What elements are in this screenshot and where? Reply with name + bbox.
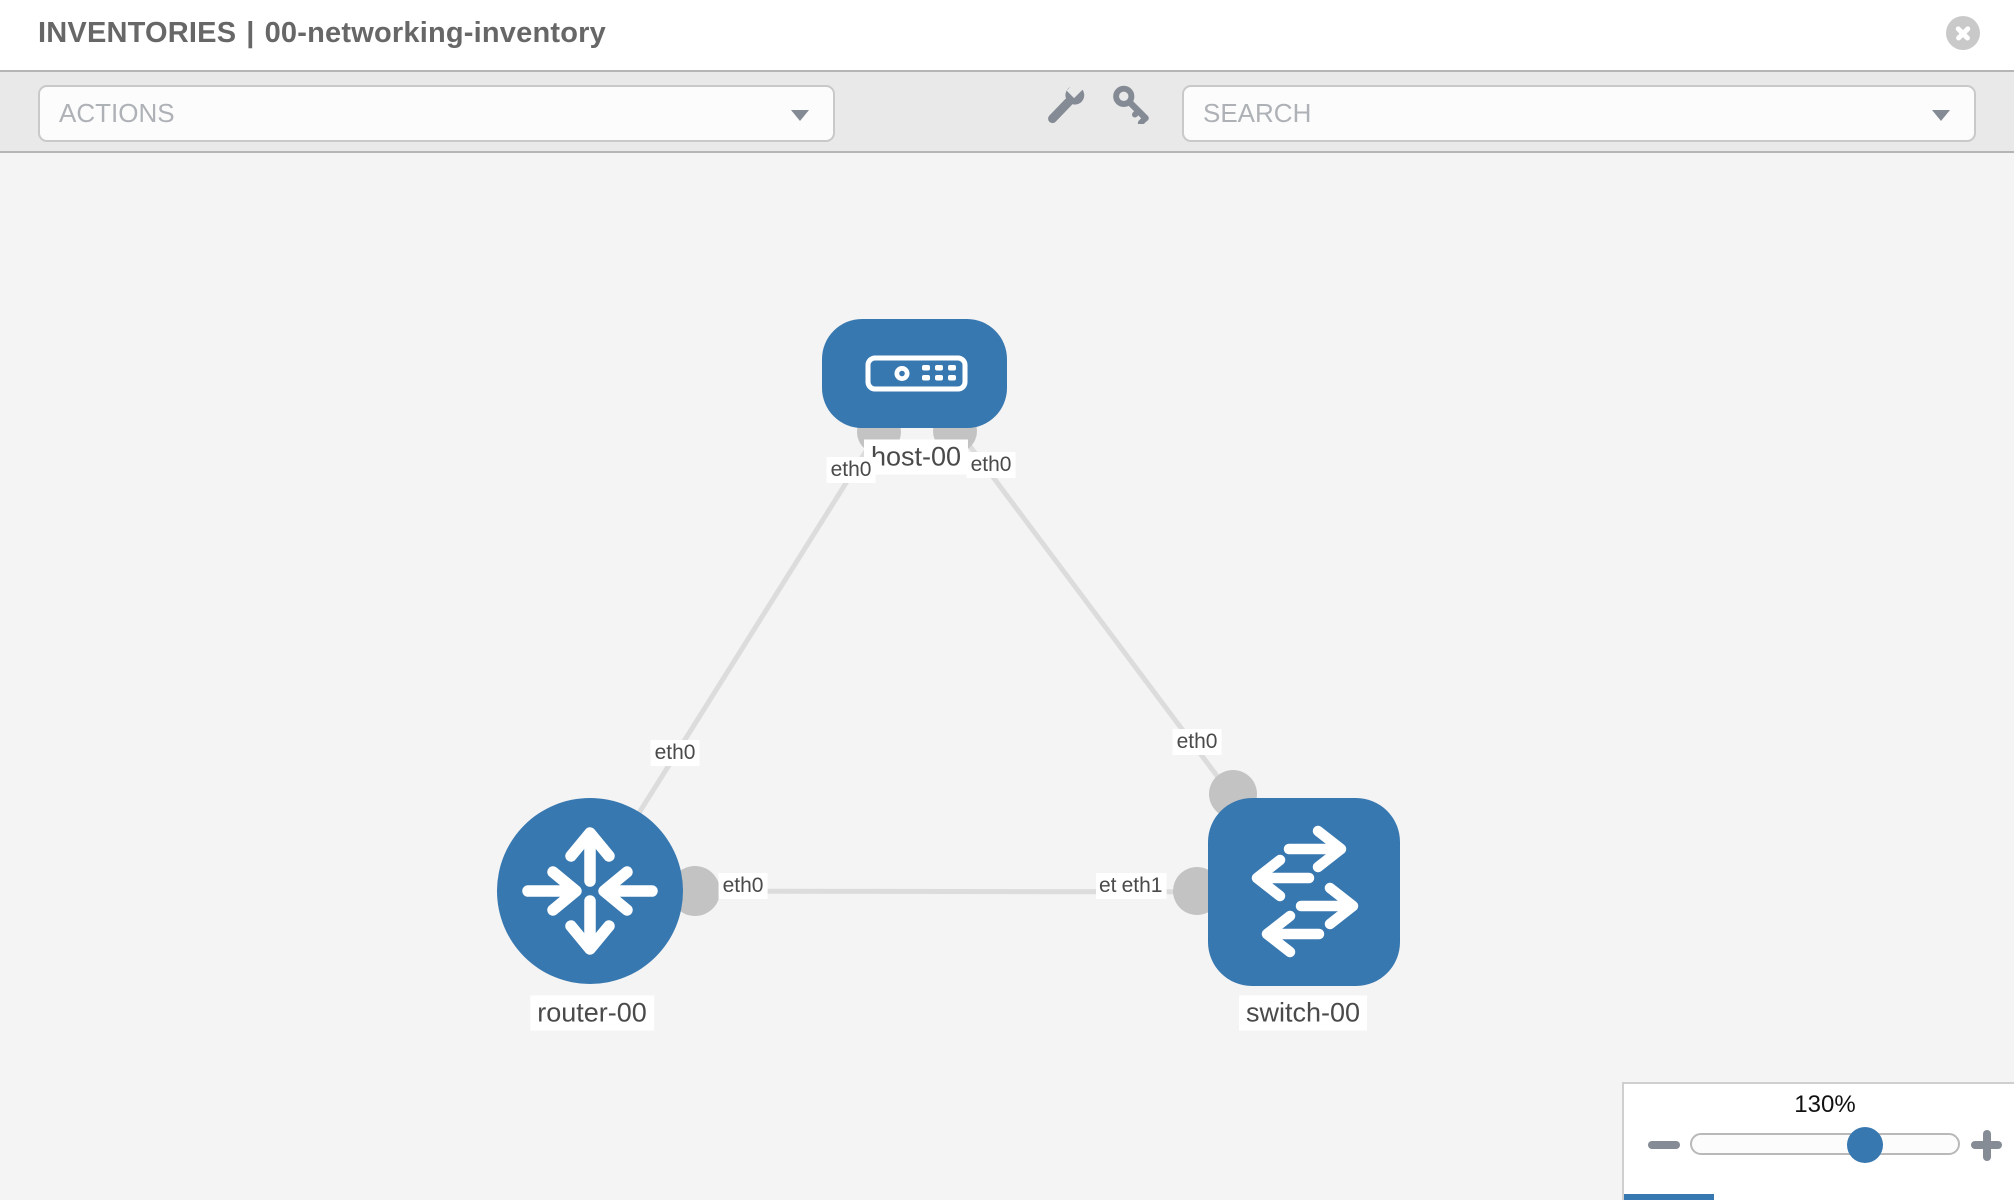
host-icon xyxy=(865,355,968,392)
topology-graph xyxy=(497,319,1400,986)
toolbar: ACTIONS SEARCH xyxy=(0,70,2014,153)
breadcrumb-section: INVENTORIES xyxy=(38,17,237,49)
key-icon-button[interactable] xyxy=(1112,84,1152,124)
iface-label-switch-to-router: eth1 xyxy=(1117,873,1167,899)
iface-label-router-to-switch: eth0 xyxy=(718,873,768,899)
zoom-panel: 130% xyxy=(1622,1082,2014,1200)
zoom-slider-knob[interactable] xyxy=(1847,1127,1883,1163)
zoom-level-value: 130% xyxy=(1794,1091,1856,1118)
node-label-host: host-00 xyxy=(863,439,969,475)
iface-label-switch-to-router-under: eth1 xyxy=(1096,873,1121,899)
node-host[interactable] xyxy=(822,319,1007,428)
node-switch[interactable] xyxy=(1208,798,1400,986)
topology-canvas[interactable]: host-00 router-00 switch-00 eth0 eth0 et… xyxy=(0,153,2014,1200)
chevron-down-icon xyxy=(1932,110,1950,121)
node-router[interactable] xyxy=(497,798,683,984)
search-dropdown-label: SEARCH xyxy=(1203,98,1312,128)
iface-label-host-to-router: eth0 xyxy=(826,457,876,483)
page-title: INVENTORIES | 00-networking-inventory xyxy=(38,17,606,50)
node-label-switch: switch-00 xyxy=(1238,995,1368,1031)
iface-label-host-to-switch: eth0 xyxy=(966,452,1016,478)
interface-dot xyxy=(670,866,720,916)
switch-icon xyxy=(1251,825,1359,958)
interface-dots xyxy=(670,409,1257,916)
search-dropdown[interactable]: SEARCH xyxy=(1182,85,1976,142)
iface-label-switch-to-host: eth0 xyxy=(1172,729,1222,755)
zoom-slider-track[interactable] xyxy=(1690,1133,1960,1155)
zoom-in-button[interactable] xyxy=(1982,1129,1991,1161)
router-icon xyxy=(522,827,658,955)
chevron-down-icon xyxy=(791,110,809,121)
cropped-blue-element xyxy=(1624,1194,1714,1200)
wrench-icon-button[interactable] xyxy=(1046,84,1086,124)
node-label-router: router-00 xyxy=(530,995,654,1031)
iface-label-router-to-host: eth0 xyxy=(650,740,700,766)
wrench-icon xyxy=(1048,84,1086,124)
close-button[interactable] xyxy=(1946,16,1980,50)
zoom-out-button[interactable] xyxy=(1648,1141,1680,1149)
breadcrumb-separator: | xyxy=(246,17,255,49)
key-icon xyxy=(1113,85,1149,124)
actions-dropdown-label: ACTIONS xyxy=(59,98,175,128)
inventory-name: 00-networking-inventory xyxy=(264,17,606,49)
header: INVENTORIES | 00-networking-inventory xyxy=(0,0,2014,70)
actions-dropdown[interactable]: ACTIONS xyxy=(38,85,835,142)
